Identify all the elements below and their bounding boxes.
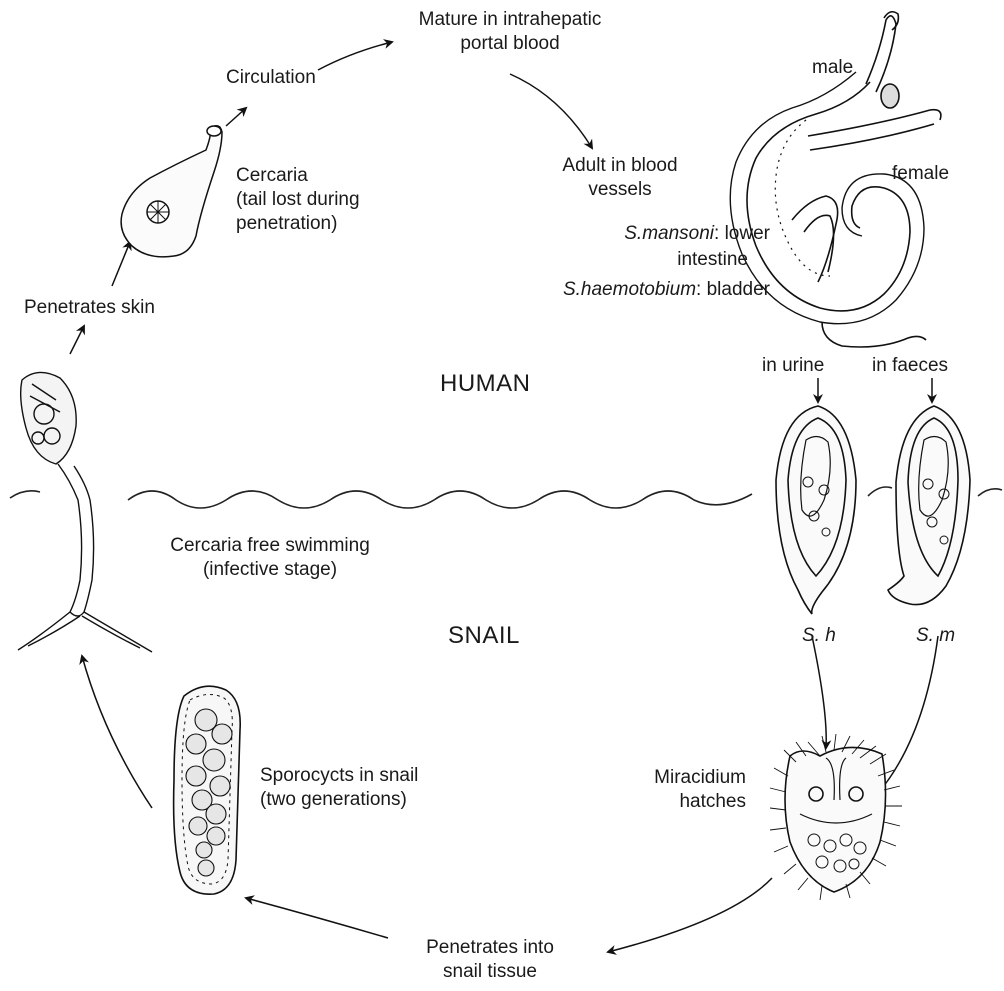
arrow-sporocyst-to-free-cercaria [82,656,152,808]
label-miracidium-line1: Miracidium [620,766,746,790]
label-male: male [812,56,853,80]
label-mansoni-site: S.mansoni: lower [470,222,770,246]
sporocyst-drawing [174,686,241,894]
label-penetrates-snail: Penetrates into snail tissue [380,936,600,984]
label-region-human: HUMAN [440,372,531,396]
miracidium-drawing [770,734,902,900]
label-miracidium-line2: hatches [620,790,746,814]
label-penetrates-snail-line2: snail tissue [380,960,600,984]
label-penetrates-skin: Penetrates skin [24,296,155,320]
label-mansoni-line1: S.mansoni: lower [470,222,770,246]
label-egg-sh: S. h [802,624,836,648]
label-miracidium: Miracidium hatches [620,766,746,814]
label-female: female [892,162,949,186]
mansoni-site: : lower [714,223,770,244]
haematobium-species: S.haemotobium [563,279,696,300]
water-line-right [978,489,1002,496]
label-region-snail: SNAIL [448,624,520,648]
label-penetrates-snail-line1: Penetrates into [380,936,600,960]
label-free-swimming-line2: (infective stage) [130,558,410,582]
arrow-penetrates-to-skin-label [70,326,84,354]
cercaria-free-swimming-drawing [18,372,152,652]
arrow-snail-tissue-to-sporocyst [246,898,388,938]
arrow-cercaria-to-circulation [226,108,246,126]
label-sporocysts-line1: Sporocycts in snail [260,764,418,788]
label-adult: Adult in blood vessels [520,154,720,202]
label-free-swimming: Cercaria free swimming (infective stage) [130,534,410,582]
label-cercaria-line1: Cercaria [236,164,360,188]
label-mature: Mature in intrahepatic portal blood [370,8,650,56]
egg-s-haematobium-drawing [776,406,856,614]
arrow-miracidium-to-snail-tissue [608,878,772,952]
label-free-swimming-line1: Cercaria free swimming [130,534,410,558]
label-cercaria-line2: (tail lost during [236,188,360,212]
label-adult-line1: Adult in blood [520,154,720,178]
arrow-mature-to-adult [510,74,592,148]
label-cercaria: Cercaria (tail lost during penetration) [236,164,360,236]
label-sporocysts-line2: (two generations) [260,788,418,812]
label-in-urine: in urine [762,354,824,378]
water-line-mid [868,487,892,496]
label-sporocysts: Sporocycts in snail (two generations) [260,764,418,812]
water-line-left [10,491,40,498]
cercaria-penetrating-drawing [121,126,222,257]
mansoni-species: S.mansoni [624,223,714,244]
label-in-faeces: in faeces [872,354,948,378]
label-adult-line2: vessels [520,178,720,202]
haematobium-site: : bladder [696,279,770,300]
label-cercaria-line3: penetration) [236,212,360,236]
egg-s-mansoni-drawing [888,406,970,605]
label-mature-line2: portal blood [370,32,650,56]
label-mansoni-site-2: intestine [600,248,748,272]
arrow-skin-to-cercaria [112,242,130,286]
water-line [128,491,752,508]
label-mature-line1: Mature in intrahepatic [370,8,650,32]
arrow-sh-to-miracidium [812,636,826,748]
label-circulation: Circulation [226,66,316,90]
label-haematobium-site: S.haemotobium: bladder [470,278,770,302]
label-egg-sm: S. m [916,624,955,648]
